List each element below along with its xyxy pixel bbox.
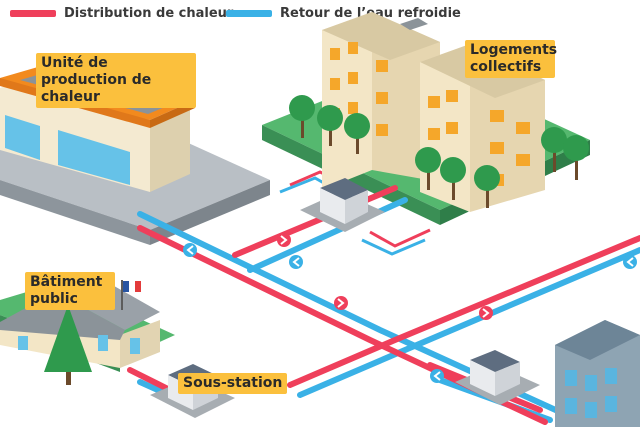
arrow-left-icon	[289, 255, 303, 269]
label-housing: Logements collectifs	[465, 40, 557, 78]
legend-supply: Distribution de chaleur	[10, 6, 233, 21]
supply-pipe-housing	[232, 185, 398, 258]
office-building	[555, 320, 640, 427]
legend-supply-swatch	[10, 10, 56, 17]
public-building-tree	[44, 305, 92, 385]
arrow-right-icon	[479, 306, 493, 320]
return-pipe-cross	[297, 247, 640, 398]
arrow-left-icon	[183, 243, 197, 257]
label-substation: Sous-station	[178, 373, 288, 394]
label-public-building: Bâtiment public	[25, 272, 115, 310]
flow-arrows	[183, 233, 637, 383]
arrow-left-icon	[623, 255, 637, 269]
arrow-right-icon	[334, 296, 348, 310]
supply-pipe-public	[127, 367, 173, 393]
flag-fr-icon	[121, 280, 141, 310]
substation-right	[455, 350, 540, 405]
supply-pipe-cross	[287, 235, 640, 388]
arrow-right-icon	[277, 233, 291, 247]
substation-housing	[300, 178, 385, 232]
housing-trees	[289, 95, 589, 208]
label-heat-plant: Unité de production de chaleur	[36, 53, 196, 108]
legend-return-swatch	[226, 10, 272, 17]
legend-supply-label: Distribution de chaleur	[64, 6, 234, 21]
arrow-left-icon	[430, 369, 444, 383]
